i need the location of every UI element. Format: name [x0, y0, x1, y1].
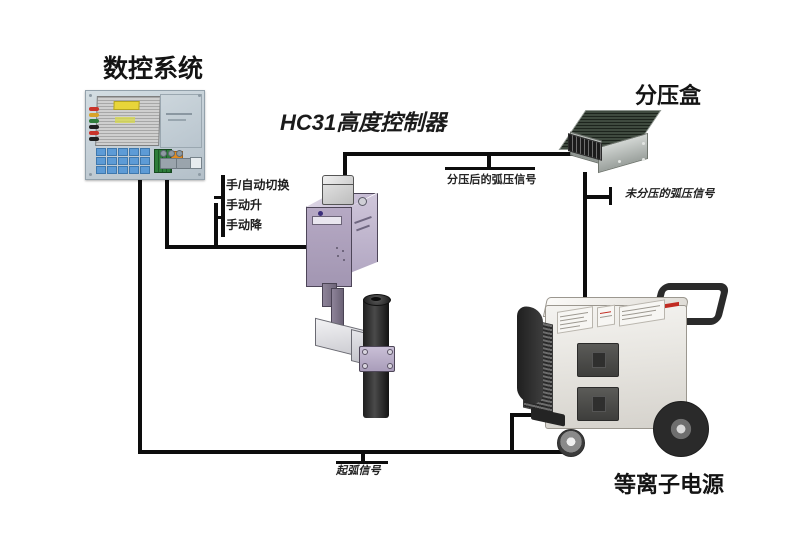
- access-panel-lower: [577, 387, 619, 421]
- circular-connector: [160, 150, 167, 157]
- tick-auto-switch: [214, 196, 222, 199]
- wire-divider-bus-horizontal: [343, 152, 573, 156]
- keypad-key[interactable]: [118, 157, 128, 165]
- screw: [642, 142, 645, 145]
- keypad-key[interactable]: [140, 157, 150, 165]
- circular-connector: [176, 150, 183, 157]
- wire-divided-signal-tick: [487, 152, 491, 169]
- keypad[interactable]: [96, 148, 150, 174]
- connector-row: [160, 149, 202, 171]
- lifter-motor-cap: [322, 175, 354, 185]
- label-manual-down: 手动降: [226, 218, 263, 232]
- keypad-key[interactable]: [118, 166, 128, 174]
- green-label: [114, 117, 136, 123]
- voltage-divider-box-device: [558, 108, 662, 180]
- clamp-bolt: [362, 363, 368, 369]
- wire-manual-controls-bus: [214, 203, 218, 247]
- nameplate: [312, 216, 342, 225]
- undivided-signal-endcap: [609, 187, 612, 205]
- keypad-key[interactable]: [96, 157, 106, 165]
- access-panel-upper: [577, 343, 619, 377]
- keypad-key[interactable]: [140, 166, 150, 174]
- label-arc-start-signal: 起弧信号: [336, 465, 381, 477]
- transport-wheel: [653, 401, 709, 457]
- wire-plasma-input-drop: [510, 413, 514, 453]
- plasma-power-title: 等离子电源: [614, 472, 725, 497]
- wire-cnc-to-hc31-horizontal: [165, 245, 343, 249]
- wire-manual-controls-bracket: [221, 175, 225, 237]
- keypad-key[interactable]: [129, 166, 139, 174]
- keypad-key[interactable]: [129, 148, 139, 156]
- divider-box-title: 分压盒: [635, 83, 702, 108]
- rj45-connector: [190, 157, 202, 169]
- screw: [618, 160, 621, 163]
- keypad-key[interactable]: [107, 148, 117, 156]
- torch-bore: [371, 297, 381, 301]
- hc31-controller-title: HC31高度控制器: [280, 110, 447, 135]
- plasma-power-supply-device: [515, 283, 731, 468]
- keypad-key[interactable]: [107, 166, 117, 174]
- power-supply-module: [95, 96, 161, 146]
- cnc-system-device: [85, 90, 205, 180]
- panel-print-line: [166, 113, 192, 115]
- yellow-label: [113, 101, 140, 110]
- side-handle: [517, 303, 543, 407]
- screw: [198, 94, 201, 97]
- label-divided-arc-voltage-signal: 分压后的弧压信号: [447, 174, 537, 186]
- cnc-wire-bundle: [89, 107, 99, 145]
- label-manual-up: 手动升: [226, 198, 263, 212]
- label-auto-manual-switch: 手/自动切换: [226, 178, 290, 192]
- adjustment-knob[interactable]: [358, 197, 367, 206]
- wire-cnc-to-hc31-vertical: [165, 162, 169, 247]
- wire-undivided-signal-tick: [583, 195, 611, 199]
- wire-arc-start-tick: [361, 450, 365, 462]
- keypad-key[interactable]: [129, 157, 139, 165]
- tick-manual-down: [214, 216, 222, 219]
- wire-cnc-to-bottom-bus: [138, 166, 142, 454]
- screw: [198, 173, 201, 176]
- keypad-key[interactable]: [118, 148, 128, 156]
- screw: [89, 173, 92, 176]
- arc-start-underline: [336, 461, 388, 464]
- warning-label: [597, 304, 615, 328]
- wire-bottom-bus: [138, 450, 566, 454]
- keypad-key[interactable]: [107, 157, 117, 165]
- status-led: [318, 211, 323, 216]
- plasma-torch-assembly: [313, 288, 417, 423]
- cnc-system-title: 数控系统: [103, 55, 204, 83]
- clamp-bolt: [387, 363, 393, 369]
- screw: [642, 158, 645, 161]
- keypad-key[interactable]: [96, 148, 106, 156]
- label-undivided-arc-voltage-signal: 未分压的弧压信号: [625, 188, 715, 200]
- dsub-connector: [160, 158, 177, 169]
- panel-print-line: [168, 119, 186, 121]
- keypad-key[interactable]: [96, 166, 106, 174]
- clamp-bolt: [387, 349, 393, 355]
- screw: [89, 94, 92, 97]
- circular-connector: [168, 150, 175, 157]
- screw-group: [336, 247, 346, 263]
- wire-divider-to-plasma-vertical: [583, 172, 587, 415]
- hc31-height-controller-device: [296, 175, 392, 307]
- caster-wheel: [557, 429, 585, 457]
- cnc-side-panel: [160, 94, 202, 148]
- divided-signal-underline: [445, 167, 535, 170]
- keypad-key[interactable]: [140, 148, 150, 156]
- clamp-bolt: [362, 349, 368, 355]
